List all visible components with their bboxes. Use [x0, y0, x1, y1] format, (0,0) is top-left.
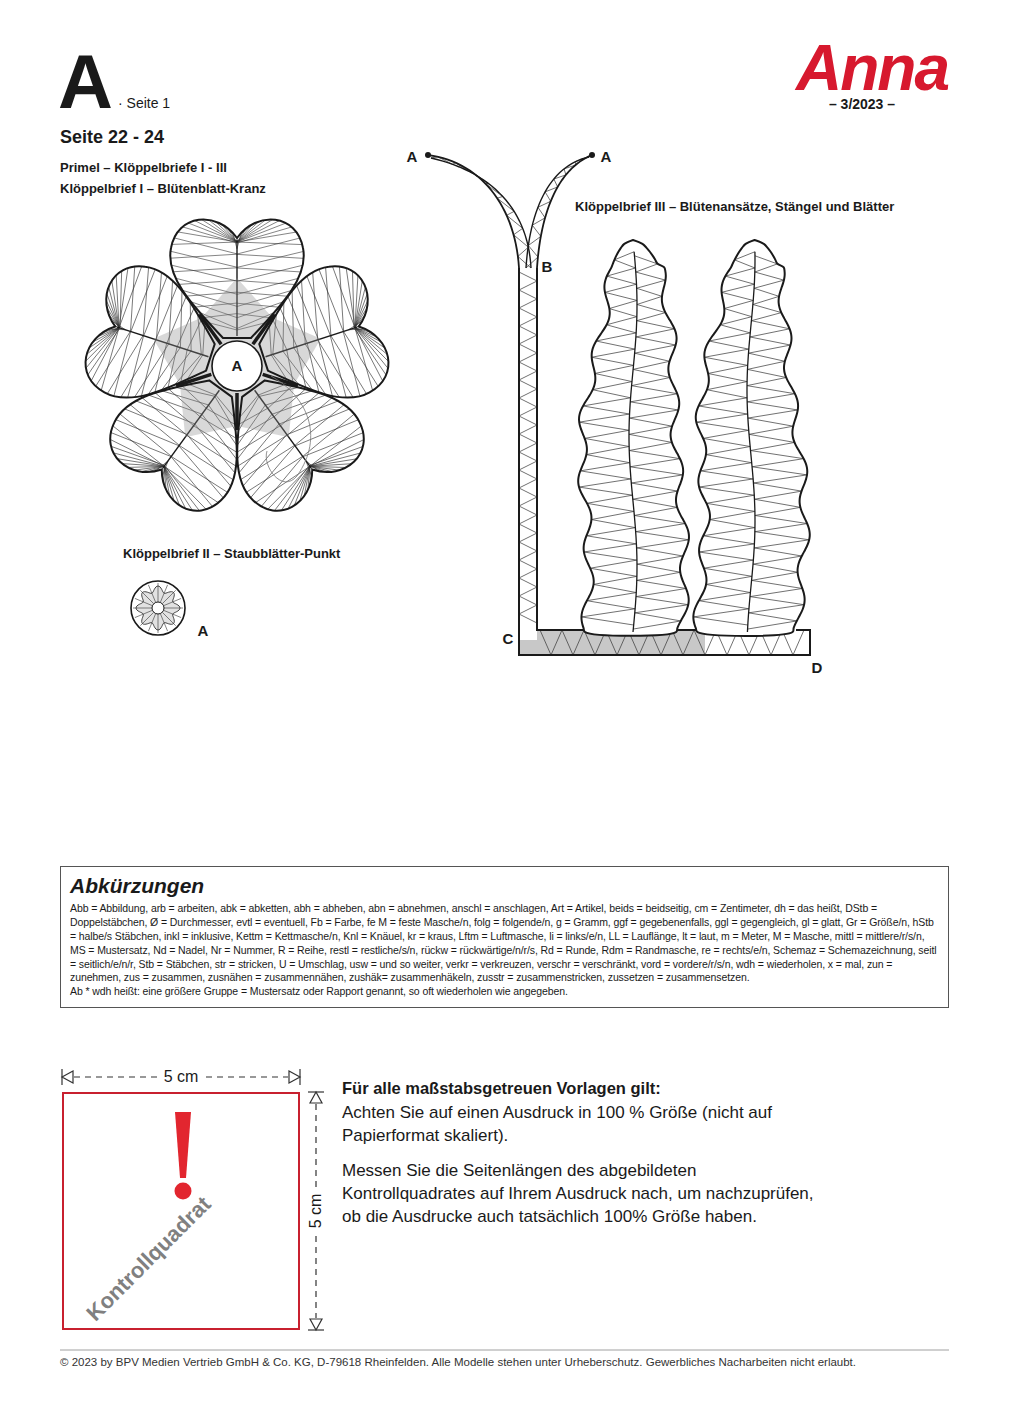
copyright-footer: © 2023 by BPV Medien Vertrieb GmbH & Co.… — [60, 1356, 949, 1370]
point-marker: D — [812, 659, 823, 677]
dimension-lines — [62, 1069, 324, 1330]
stem-and-leaves — [425, 152, 810, 655]
pattern-heading: Klöppelbrief III – Blütenansätze, Stänge… — [575, 199, 894, 215]
note-text: Messen Sie die Seitenlängen des abgebild… — [342, 1160, 822, 1229]
issue-number: – 3/2023 – — [829, 97, 895, 111]
page-number: · Seite 1 — [118, 96, 170, 110]
grey-zone — [153, 278, 320, 437]
box-text: Ab * wdh heißt: eine größere Gruppe = Mu… — [70, 985, 939, 999]
magazine-logo: Anna — [796, 36, 948, 100]
box-text: Abb = Abbildung, arb = arbeiten, abk = a… — [70, 902, 939, 985]
start-marker: A — [407, 148, 418, 166]
note-heading: Für alle maßstabsgetreuen Vorlagen gilt: — [342, 1079, 661, 1099]
box-heading: Abkürzungen — [70, 873, 939, 898]
sheet-letter: A — [58, 44, 113, 120]
point-marker: C — [503, 630, 514, 648]
sheet-title: Primel – Klöppelbriefe I - III — [60, 160, 227, 176]
footer-rule — [60, 1350, 949, 1351]
dimension-label: 5 cm — [306, 1190, 325, 1233]
pattern-heading: Klöppelbrief II – Staubblätter-Punkt — [123, 546, 340, 562]
control-square: Kontrollquadrat — [62, 1092, 300, 1330]
abbreviations-box: AbkürzungenAbb = Abbildung, arb = arbeit… — [60, 866, 949, 1008]
petal-wreath — [77, 219, 397, 523]
start-marker: A — [198, 622, 209, 640]
dimension-label: 5 cm — [160, 1067, 203, 1086]
leaf — [693, 240, 809, 636]
start-marker: A — [232, 357, 243, 375]
start-marker: A — [601, 148, 612, 166]
note-text: Achten Sie auf einen Ausdruck in 100 % G… — [342, 1102, 822, 1148]
pattern-heading: Klöppelbrief I – Blütenblatt-Kranz — [60, 181, 266, 197]
point-marker: B — [542, 258, 553, 276]
leaf — [578, 240, 689, 636]
watermark-text: Kontrollquadrat — [81, 1191, 216, 1326]
stamen-dot — [131, 581, 185, 635]
page-reference: Seite 22 - 24 — [60, 127, 164, 149]
